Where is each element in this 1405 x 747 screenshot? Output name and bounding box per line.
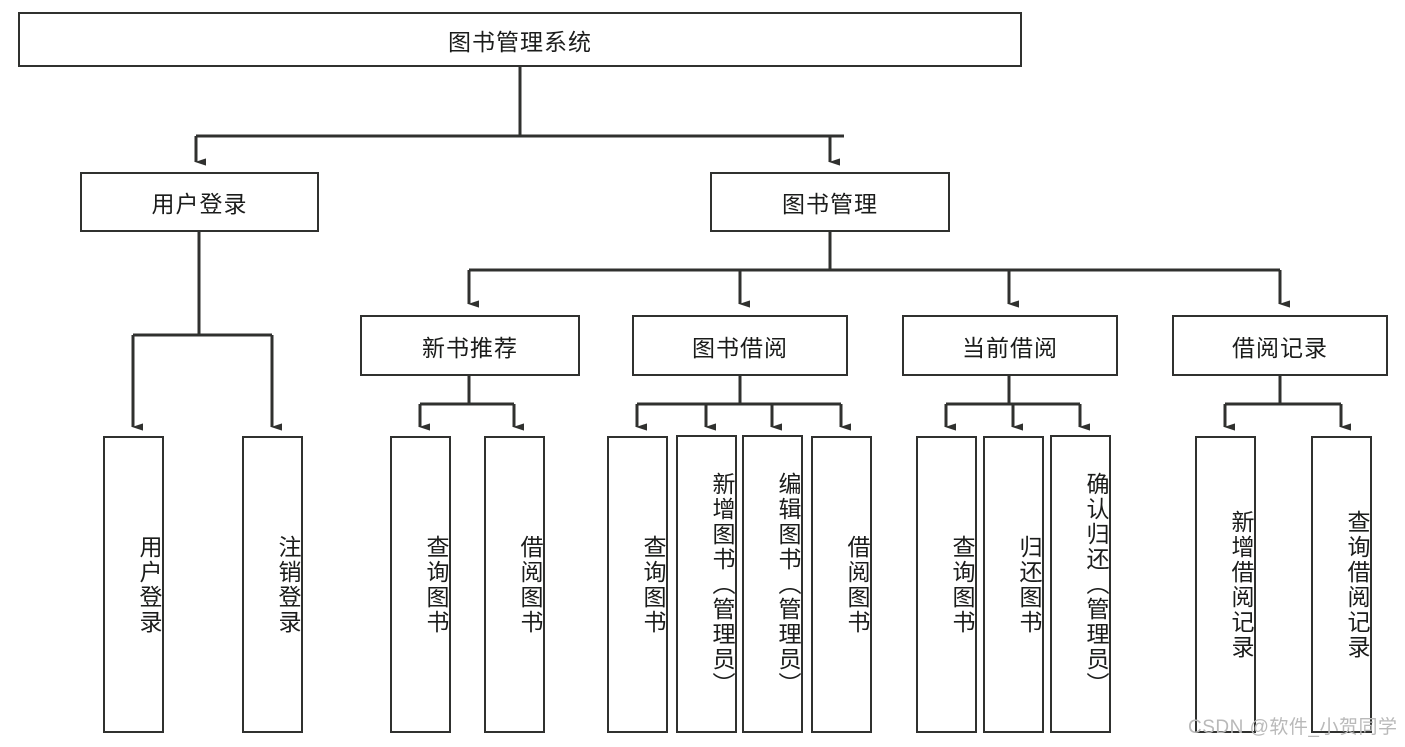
node-book-management-label: 图书管理: [782, 191, 878, 217]
leaf-record-add-record-label: 新增借阅记录: [1228, 509, 1254, 660]
leaf-borrow-edit-book-admin[interactable]: 编辑图书（管理员）: [742, 435, 803, 733]
node-root-system-label: 图书管理系统: [448, 28, 592, 55]
node-root-system[interactable]: 图书管理系统: [18, 12, 1022, 67]
leaf-borrow-borrow-book-label: 借阅图书: [844, 534, 870, 635]
leaf-recommend-query-book[interactable]: 查询图书: [390, 436, 451, 733]
node-book-management[interactable]: 图书管理: [710, 172, 950, 232]
leaf-record-query-record-label: 查询借阅记录: [1344, 509, 1370, 660]
leaf-current-confirm-return-admin[interactable]: 确认归还（管理员）: [1050, 435, 1111, 733]
leaf-recommend-borrow-book[interactable]: 借阅图书: [484, 436, 545, 733]
leaf-recommend-borrow-book-label: 借阅图书: [517, 534, 543, 635]
leaf-current-return-book[interactable]: 归还图书: [983, 436, 1044, 733]
node-user-login[interactable]: 用户登录: [80, 172, 319, 232]
leaf-current-query-book[interactable]: 查询图书: [916, 436, 977, 733]
leaf-current-confirm-return-admin-label: 确认归还（管理员）: [1083, 471, 1109, 697]
node-book-borrow-label: 图书借阅: [692, 334, 788, 361]
node-current-borrow-label: 当前借阅: [962, 334, 1058, 361]
leaf-user-login-logout[interactable]: 注销登录: [242, 436, 303, 733]
leaf-borrow-edit-book-admin-label: 编辑图书（管理员）: [775, 471, 801, 697]
leaf-borrow-add-book-admin[interactable]: 新增图书（管理员）: [676, 435, 737, 733]
csdn-watermark: CSDN @软件_小贺同学: [1188, 717, 1398, 738]
leaf-borrow-borrow-book[interactable]: 借阅图书: [811, 436, 872, 733]
node-borrow-record[interactable]: 借阅记录: [1172, 315, 1388, 376]
node-new-book-recommend[interactable]: 新书推荐: [360, 315, 580, 376]
leaf-user-login-login-label: 用户登录: [136, 534, 162, 635]
leaf-borrow-query-book[interactable]: 查询图书: [607, 436, 668, 733]
leaf-borrow-add-book-admin-label: 新增图书（管理员）: [709, 471, 735, 697]
leaf-borrow-query-book-label: 查询图书: [640, 534, 666, 635]
leaf-record-add-record[interactable]: 新增借阅记录: [1195, 436, 1256, 733]
leaf-recommend-query-book-label: 查询图书: [423, 534, 449, 635]
leaf-user-login-login[interactable]: 用户登录: [103, 436, 164, 733]
node-borrow-record-label: 借阅记录: [1232, 334, 1328, 361]
node-new-book-recommend-label: 新书推荐: [422, 334, 518, 361]
node-current-borrow[interactable]: 当前借阅: [902, 315, 1118, 376]
leaf-user-login-logout-label: 注销登录: [275, 534, 301, 635]
leaf-current-return-book-label: 归还图书: [1016, 534, 1042, 635]
leaf-record-query-record[interactable]: 查询借阅记录: [1311, 436, 1372, 733]
node-user-login-label: 用户登录: [151, 191, 248, 217]
node-book-borrow[interactable]: 图书借阅: [632, 315, 848, 376]
leaf-current-query-book-label: 查询图书: [949, 534, 975, 635]
